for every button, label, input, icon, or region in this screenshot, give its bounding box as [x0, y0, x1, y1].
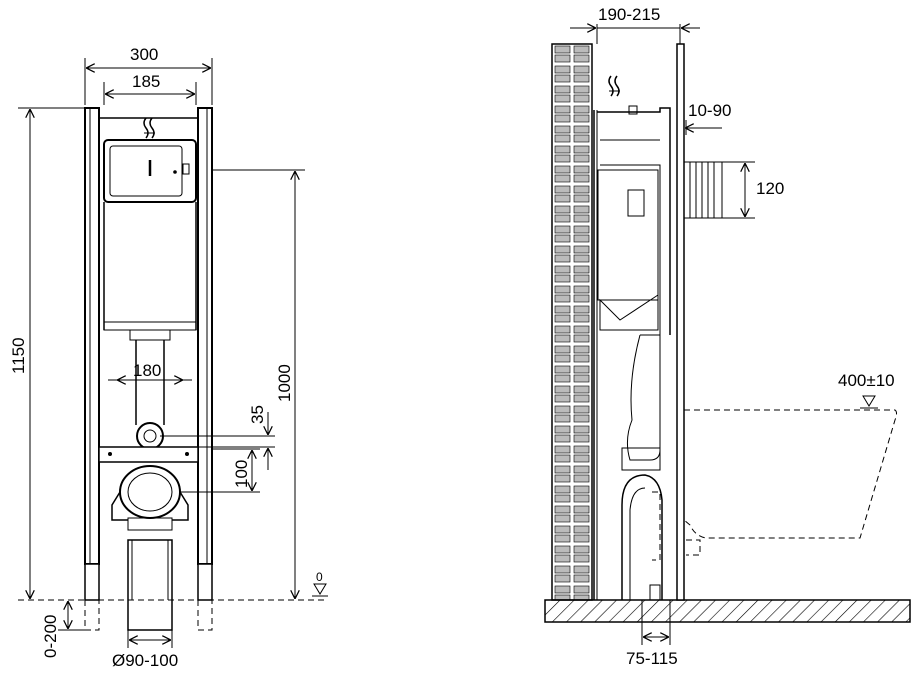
dim-drain-diameter: Ø90-100 — [112, 630, 178, 670]
floor-hatch — [544, 599, 911, 623]
dim-label: 0-200 — [41, 615, 60, 658]
dim-height-to-plate: 1000 — [212, 169, 305, 598]
dim-label: Ø90-100 — [112, 651, 178, 670]
flush-pipe — [108, 329, 192, 450]
dim-leg-adjust: 0-200 — [41, 602, 85, 658]
dim-label: 180 — [133, 361, 161, 380]
front-view: 300 185 1150 1000 180 — [9, 45, 328, 670]
cistern — [103, 139, 197, 331]
toilet-bowl-outline — [683, 409, 897, 556]
dim-100: 100 — [180, 448, 260, 493]
dim-label: 400±10 — [838, 371, 895, 390]
drain-elbow — [111, 465, 189, 631]
dim-total-height: 1150 — [9, 107, 85, 598]
dim-label: 185 — [132, 72, 160, 91]
floor-level-marker: 0 — [312, 570, 328, 597]
water-supply-icon — [608, 75, 620, 97]
dim-label: 190-215 — [598, 5, 660, 24]
dim-pipe-height: 120 — [722, 161, 784, 219]
dim-panel-offset: 10-90 — [686, 101, 731, 135]
dim-inner-width: 185 — [103, 72, 197, 105]
brick-wall — [551, 43, 593, 601]
water-supply-icon — [143, 117, 155, 139]
dim-label: 100 — [232, 460, 251, 488]
dim-drain-offset: 75-115 — [626, 600, 678, 668]
dim-35: 35 — [160, 405, 275, 470]
mounting-bracket — [98, 446, 199, 463]
dim-outer-width: 300 — [84, 45, 213, 105]
dim-label: 1150 — [9, 337, 28, 374]
supply-pipe-box — [683, 161, 723, 219]
dim-label: 0 — [316, 570, 323, 584]
dim-wall-depth: 190-215 — [570, 5, 700, 44]
side-view: 190-215 10-90 120 400±10 75-115 — [544, 5, 911, 668]
frame-side — [593, 105, 671, 600]
dim-label: 1000 — [275, 364, 294, 402]
dim-label: 120 — [756, 179, 784, 198]
dim-label: 10-90 — [688, 101, 731, 120]
dim-label: 300 — [130, 45, 158, 64]
dim-bowl-height: 400±10 — [838, 371, 895, 409]
frame-uprights — [84, 107, 213, 565]
cistern-side — [621, 334, 663, 601]
dim-pipe-spacing: 180 — [118, 361, 182, 380]
dim-label: 75-115 — [626, 649, 678, 668]
front-panel — [676, 43, 685, 601]
dim-label: 35 — [248, 405, 267, 424]
